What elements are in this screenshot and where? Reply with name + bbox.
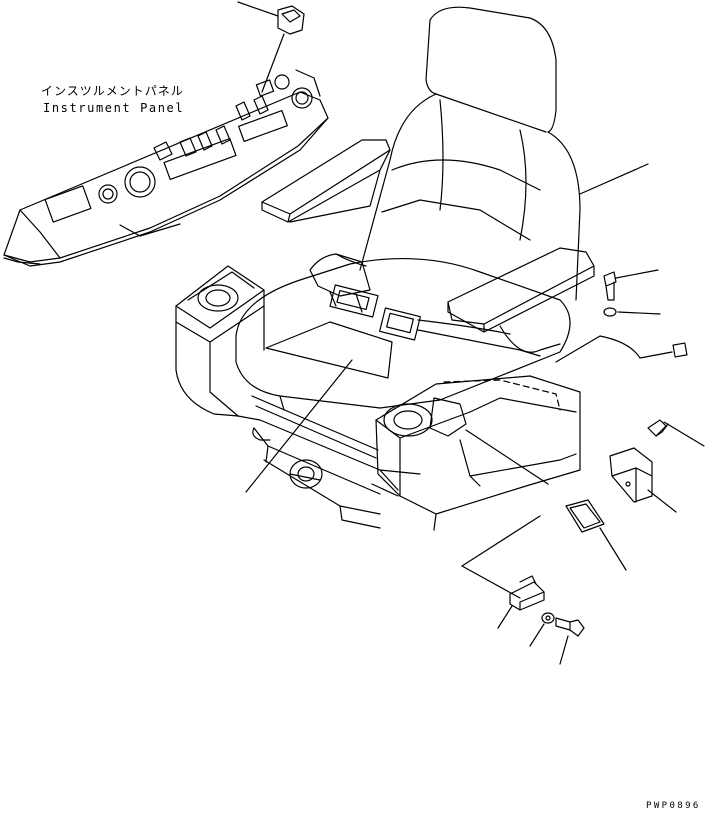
bolt-lower [556, 618, 584, 664]
instrument-panel-label-en: Instrument Panel [43, 101, 185, 115]
name-plate [566, 500, 626, 570]
instrument-panel-label-jp: インスツルメントパネル [41, 84, 184, 98]
drawing-code: PWP0896 [646, 801, 701, 811]
washer-lower [530, 613, 554, 646]
armrest-left [262, 140, 390, 222]
seat-backrest [360, 7, 648, 300]
instrument-panel [4, 2, 328, 266]
seat-belt [246, 254, 540, 492]
bolt-upper [604, 270, 658, 300]
console-box-left [176, 266, 264, 416]
console-box-right [376, 376, 580, 530]
seat-cushion [236, 259, 570, 410]
mount-bracket [462, 516, 544, 628]
wire-harness [556, 336, 687, 362]
armrest-right [448, 248, 594, 352]
washer-upper [604, 308, 660, 316]
seat-suspension [238, 396, 420, 528]
bolt-side [648, 420, 704, 446]
side-cover [610, 448, 676, 512]
